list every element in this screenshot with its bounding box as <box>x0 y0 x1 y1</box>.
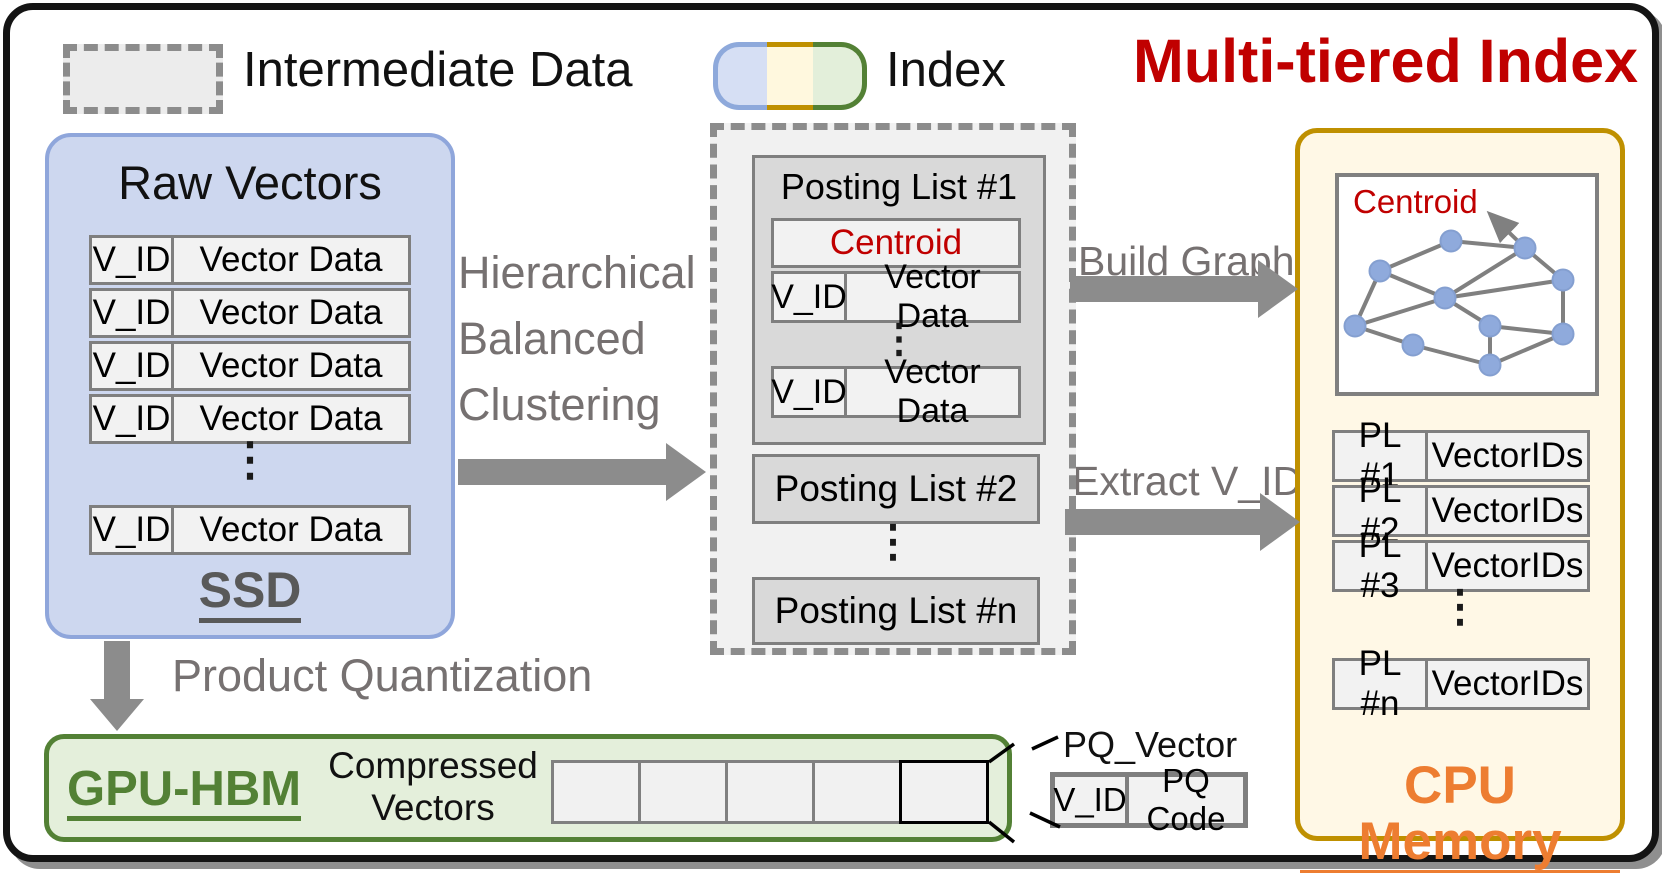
posting-vector-row: V_ID Vector Data <box>771 258 1021 335</box>
build-graph-label: Build Graph <box>1078 238 1295 284</box>
index-swatch-green-segment <box>813 42 867 110</box>
vid-cell: V_ID <box>92 291 174 335</box>
ellipsis: ⋮ <box>1438 582 1482 631</box>
ssd-label-wrap: SSD <box>49 561 451 623</box>
pl-row: PL #n VectorIDs <box>1332 644 1590 723</box>
pq-code-cell: PQ Code <box>1146 762 1226 837</box>
vid-cell: V_ID <box>771 369 847 415</box>
graph-box: Centroid <box>1335 173 1599 396</box>
pq-cell <box>812 760 902 824</box>
extract-vid-label: Extract V_ID <box>1072 458 1303 504</box>
clustering-line: Hierarchical <box>458 247 696 298</box>
vid-cell: V_ID <box>1053 777 1129 823</box>
vector-data-cell: Vector Data <box>199 293 383 332</box>
raw-vector-row: V_ID Vector Data <box>89 288 411 338</box>
index-swatch <box>713 42 867 110</box>
ssd-label: SSD <box>198 564 302 623</box>
raw-vector-row: V_ID Vector Data <box>89 235 411 285</box>
vectorids-cell: VectorIDs <box>1431 436 1584 475</box>
compressed-vectors-label: Compressed Vectors <box>328 745 538 828</box>
ssd-raw-vectors-box: Raw Vectors V_ID Vector Data V_ID Vector… <box>45 133 455 639</box>
raw-vector-row: V_ID Vector Data <box>89 394 411 444</box>
pl-row: PL #3 VectorIDs <box>1332 526 1590 605</box>
pq-cell-highlighted <box>899 760 989 824</box>
posting-list-1: Posting List #1 Centroid V_ID Vector Dat… <box>752 155 1046 445</box>
pq-cell <box>551 760 641 824</box>
posting-list-n: Posting List #n <box>752 577 1040 645</box>
pq-cell <box>638 760 728 824</box>
pl-cell: PL #3 <box>1335 526 1428 605</box>
cpu-memory-box: Centroid PL #1 VectorIDs PL #2 VectorIDs… <box>1295 128 1625 873</box>
vid-cell: V_ID <box>92 238 174 282</box>
vectorids-cell: VectorIDs <box>1431 491 1584 530</box>
pq-vector-row: V_ID PQ Code <box>1050 762 1248 837</box>
compressed-vector-cells <box>551 760 989 824</box>
raw-vector-row: V_ID Vector Data <box>89 341 411 391</box>
vector-data-cell: Vector Data <box>199 399 383 438</box>
clustering-label: Hierarchical Balanced Clustering <box>458 240 696 438</box>
raw-vector-row: V_ID Vector Data <box>89 505 411 555</box>
intermediate-data-box: Posting List #1 Centroid V_ID Vector Dat… <box>710 123 1076 655</box>
vectorids-cell: VectorIDs <box>1431 546 1584 585</box>
vector-data-cell: Vector Data <box>884 353 981 430</box>
index-label: Index <box>886 43 1006 97</box>
cpu-memory-label: CPU Memory <box>1300 758 1620 873</box>
posting-list-1-title: Posting List #1 <box>780 166 1018 207</box>
knn-graph <box>1343 210 1575 377</box>
vector-data-cell: Vector Data <box>884 258 981 335</box>
vid-cell: V_ID <box>92 508 174 552</box>
pq-cell <box>725 760 815 824</box>
ellipsis: ⋮ <box>879 317 919 361</box>
posting-list-2: Posting List #2 <box>752 454 1040 524</box>
intermediate-data-swatch <box>63 44 223 114</box>
raw-vectors-title: Raw Vectors <box>118 156 382 209</box>
posting-vector-row: V_ID Vector Data <box>771 353 1021 430</box>
pl-row: PL #2 VectorIDs <box>1332 471 1590 550</box>
page-title: Multi-tiered Index <box>1133 27 1638 95</box>
vector-data-cell: Vector Data <box>199 510 383 549</box>
pq-vector-label: PQ_Vector <box>1063 724 1238 765</box>
gpu-hbm-box: GPU-HBM Compressed Vectors <box>44 734 1012 842</box>
vid-cell: V_ID <box>771 274 847 320</box>
centroid-cell: Centroid <box>771 218 1021 268</box>
ellipsis: ⋮ <box>871 517 915 566</box>
vector-data-cell: Vector Data <box>199 240 383 279</box>
index-swatch-yellow-segment <box>766 42 814 110</box>
ellipsis: ⋮ <box>227 433 273 485</box>
index-swatch-blue-segment <box>713 42 767 110</box>
intermediate-data-label: Intermediate Data <box>243 43 633 97</box>
clustering-line: Clustering <box>458 379 661 430</box>
vid-cell: V_ID <box>92 397 174 441</box>
vid-cell: V_ID <box>92 344 174 388</box>
cpu-memory-label-wrap: CPU Memory <box>1300 758 1620 873</box>
product-quantization-label: Product Quantization <box>172 650 593 701</box>
vectorids-cell: VectorIDs <box>1431 664 1584 703</box>
vector-data-cell: Vector Data <box>199 346 383 385</box>
centroid-label: Centroid <box>1353 183 1478 220</box>
clustering-line: Balanced <box>458 313 646 364</box>
gpu-hbm-label-wrap: GPU-HBM <box>67 761 302 822</box>
gpu-hbm-label: GPU-HBM <box>67 763 302 822</box>
pl-cell: PL #n <box>1335 644 1428 723</box>
graph-nodes <box>1343 229 1575 377</box>
